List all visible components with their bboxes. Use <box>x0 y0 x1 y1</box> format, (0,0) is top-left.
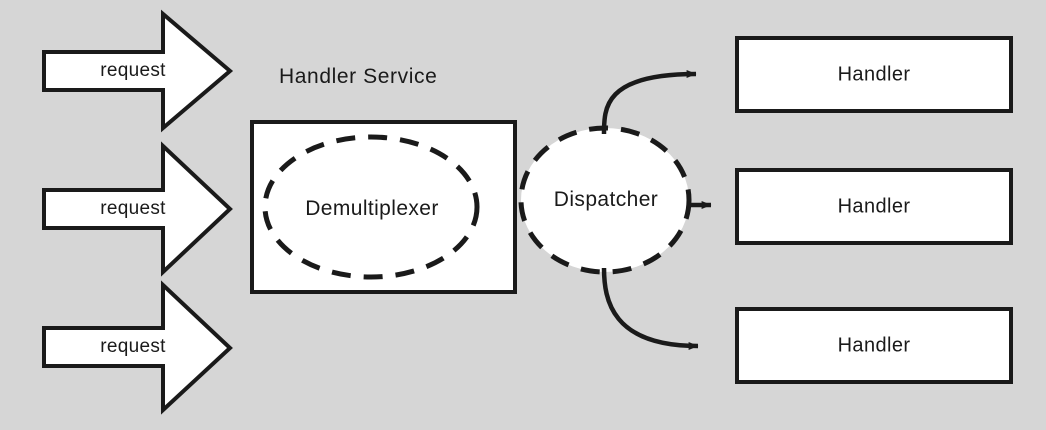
request-arrow-1 <box>42 9 234 133</box>
request-arrow-label-1: request <box>100 60 166 81</box>
handler-box-1 <box>735 36 1013 113</box>
demultiplexer-label: Demultiplexer <box>305 197 439 220</box>
handler-label-1: Handler <box>837 63 911 86</box>
demultiplexer-ellipse <box>262 134 480 280</box>
request-arrow-2 <box>42 141 233 277</box>
handler-box-3 <box>735 307 1013 384</box>
handler-label-2: Handler <box>837 195 911 218</box>
request-arrow-label-2: request <box>100 198 166 219</box>
request-arrow-3 <box>42 280 233 415</box>
handler-service-title: Handler Service <box>279 65 438 88</box>
connector-dispatcher-to-handler-1 <box>601 70 697 135</box>
handler-box-2 <box>735 168 1013 245</box>
dispatcher-label: Dispatcher <box>553 188 659 211</box>
connector-dispatcher-to-handler-3 <box>601 267 699 350</box>
handler-label-3: Handler <box>837 334 911 357</box>
request-arrow-label-3: request <box>100 336 166 357</box>
